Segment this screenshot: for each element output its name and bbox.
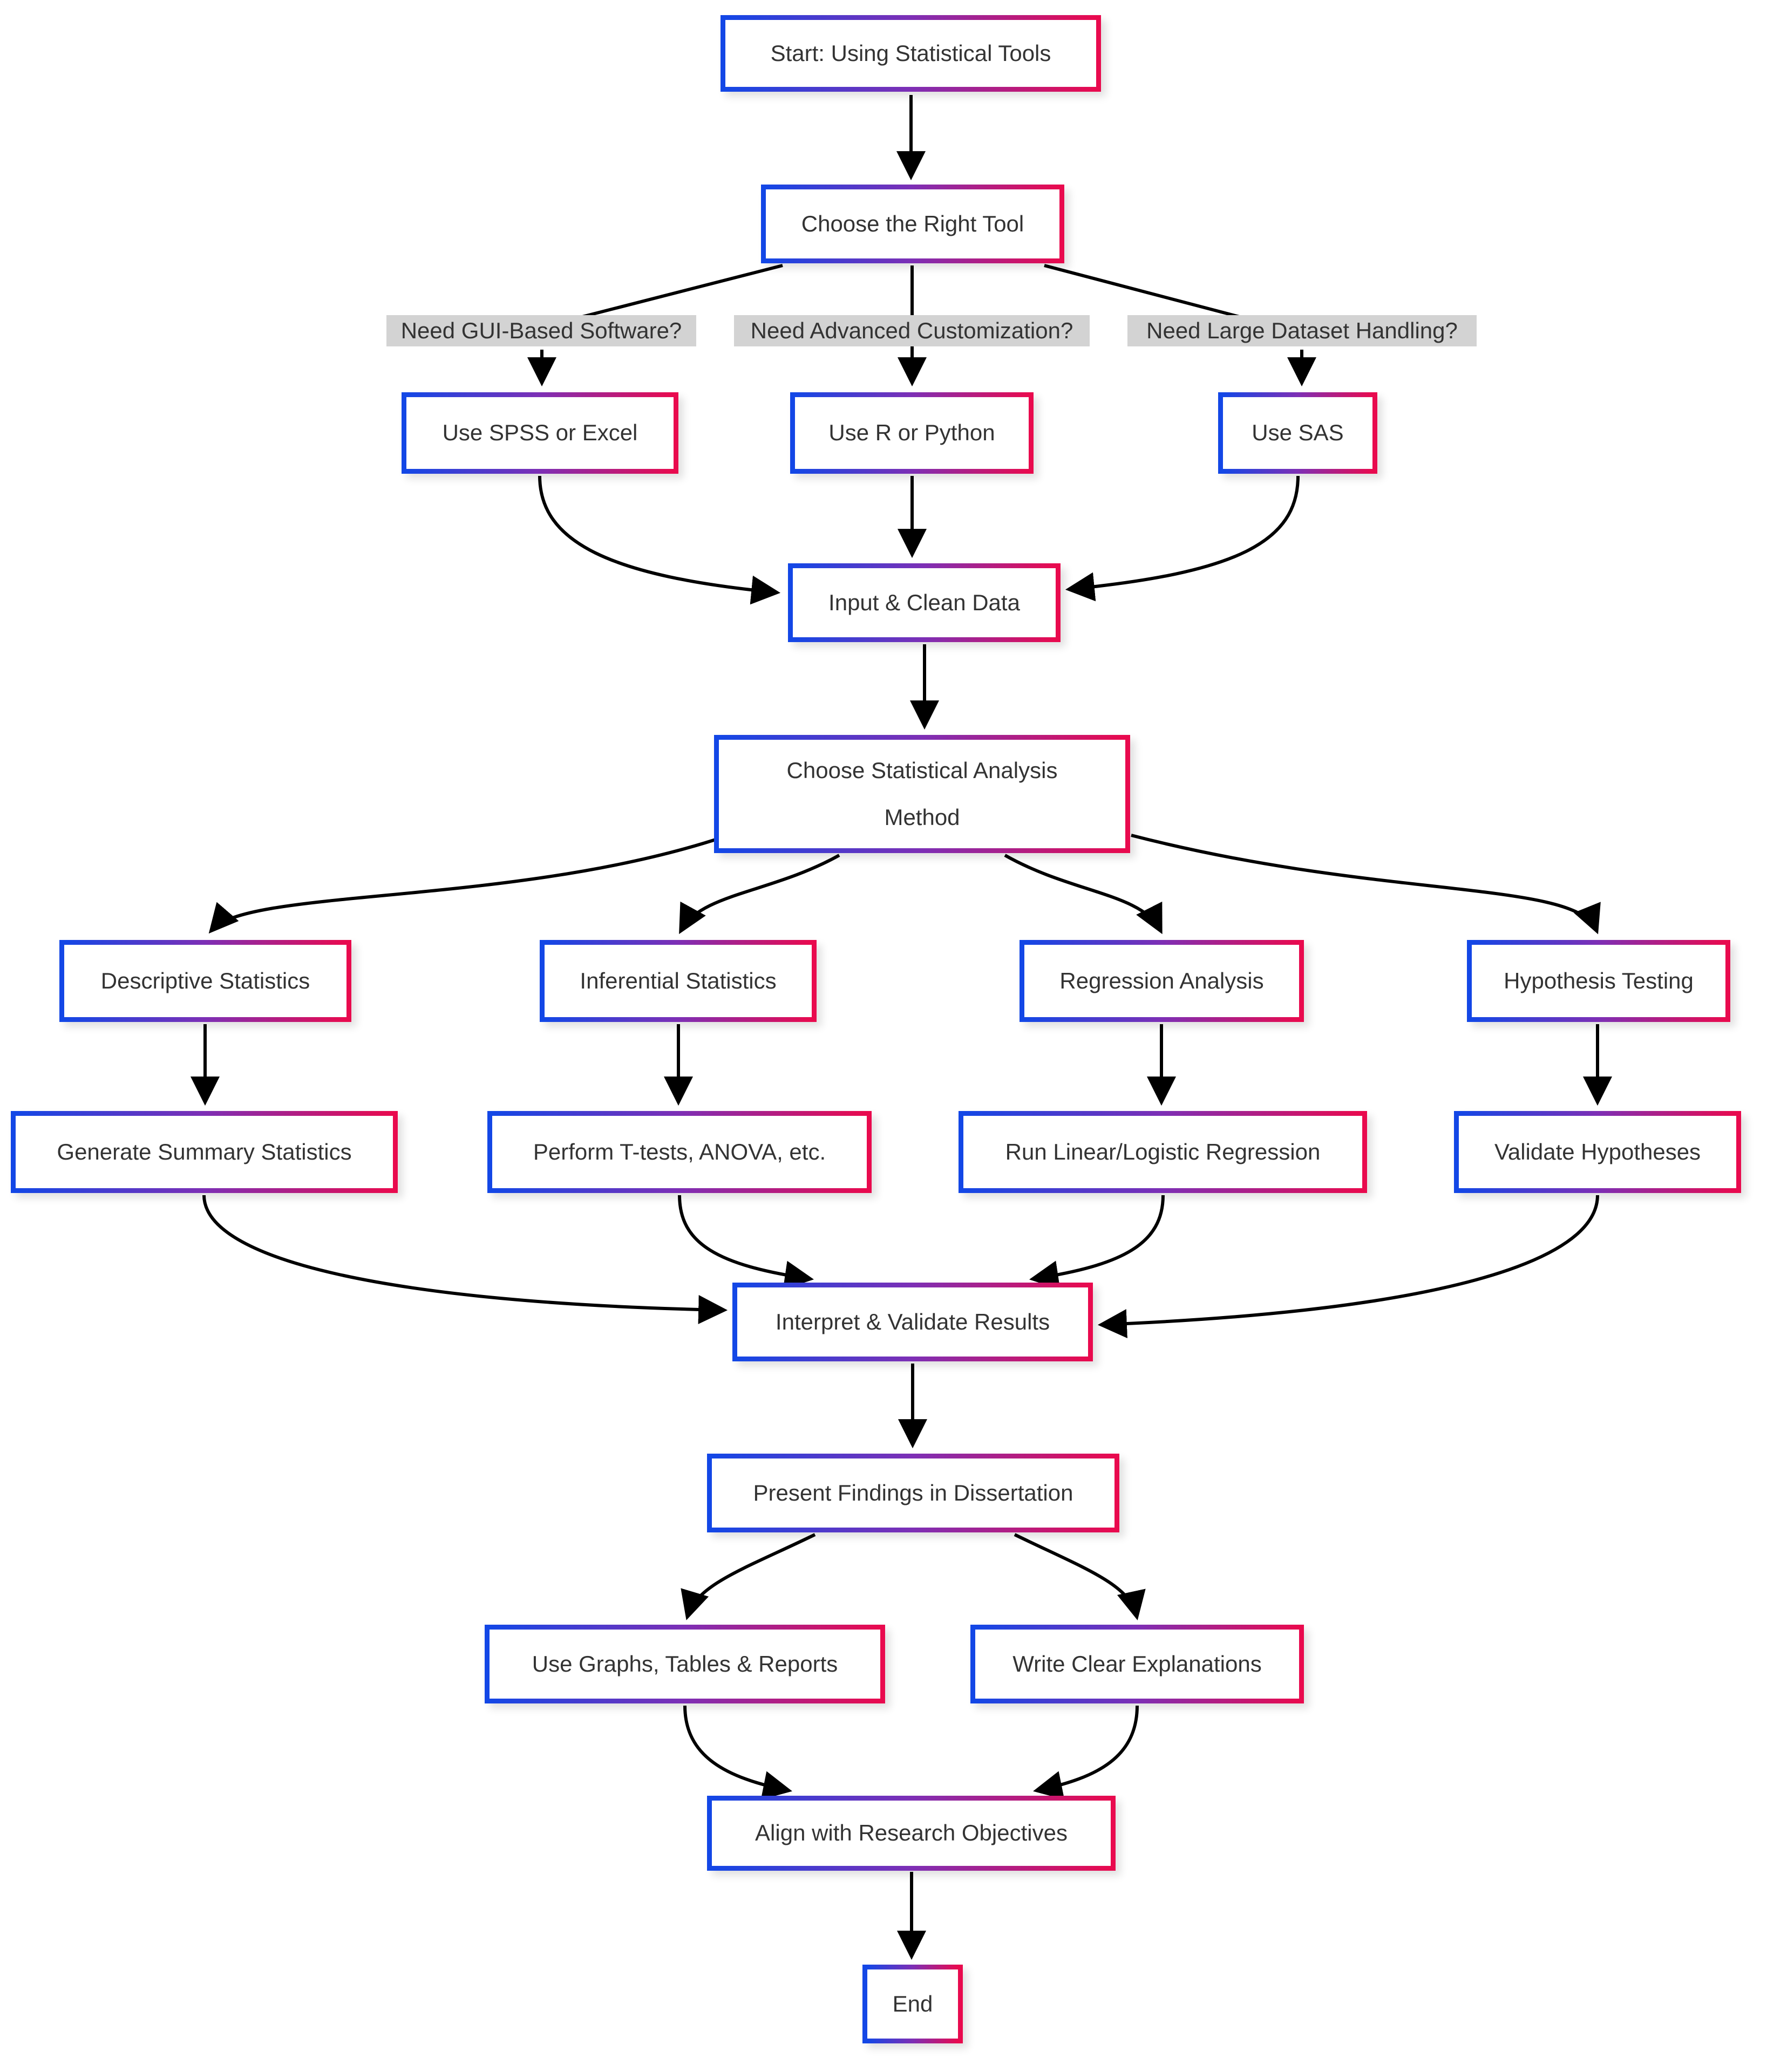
edge-use-spss-to-input	[538, 475, 781, 605]
edge-method-to-descriptive	[208, 836, 723, 934]
edge-choose-tool-to-label-gui	[580, 264, 783, 319]
node-align-objectives: Align with Research Objectives	[707, 1796, 1116, 1871]
node-choose-method: Choose Statistical Analysis Method	[714, 735, 1130, 853]
node-choose-tool: Choose the Right Tool	[761, 185, 1064, 263]
node-regression-analysis: Regression Analysis	[1020, 940, 1304, 1022]
edge-present-to-explanations	[1014, 1533, 1146, 1620]
node-use-graphs: Use Graphs, Tables & Reports	[485, 1625, 885, 1703]
node-write-explanations: Write Clear Explanations	[970, 1625, 1304, 1703]
edge-generate-to-interpret	[202, 1195, 728, 1325]
node-descriptive-statistics: Descriptive Statistics	[59, 940, 351, 1022]
edge-present-to-graphs	[681, 1533, 816, 1620]
edge-validate-to-interpret	[1097, 1195, 1599, 1339]
edge-method-to-regression	[1004, 854, 1163, 935]
edge-choose-tool-to-label-large	[1044, 264, 1242, 319]
node-start: Start: Using Statistical Tools	[721, 15, 1101, 92]
node-use-spss: Use SPSS or Excel	[402, 392, 678, 474]
node-present-findings: Present Findings in Dissertation	[707, 1454, 1119, 1532]
edge-method-to-inferential	[679, 854, 840, 935]
node-inferential-statistics: Inferential Statistics	[540, 940, 817, 1022]
node-end: End	[862, 1965, 963, 2043]
node-hypothesis-testing: Hypothesis Testing	[1467, 940, 1730, 1022]
node-validate-hypotheses: Validate Hypotheses	[1454, 1111, 1741, 1193]
node-use-r: Use R or Python	[790, 392, 1034, 474]
edge-method-to-hypothesis	[1131, 834, 1601, 935]
edge-use-sas-to-input	[1065, 475, 1300, 602]
node-interpret-results: Interpret & Validate Results	[732, 1283, 1093, 1361]
node-use-sas: Use SAS	[1218, 392, 1377, 474]
node-generate-summary: Generate Summary Statistics	[11, 1111, 398, 1193]
node-input-clean-data: Input & Clean Data	[788, 563, 1061, 642]
edge-graphs-to-align	[683, 1705, 792, 1800]
edge-label-gui-software: Need GUI-Based Software?	[386, 315, 696, 346]
edge-perform-to-interpret	[678, 1195, 814, 1290]
edge-label-large-dataset: Need Large Dataset Handling?	[1127, 315, 1477, 346]
node-perform-tests: Perform T-tests, ANOVA, etc.	[487, 1111, 872, 1193]
edge-label-advanced-customization: Need Advanced Customization?	[734, 315, 1090, 346]
edge-explanations-to-align	[1033, 1705, 1139, 1800]
node-run-regression: Run Linear/Logistic Regression	[959, 1111, 1367, 1193]
edge-run-to-interpret	[1029, 1195, 1165, 1290]
